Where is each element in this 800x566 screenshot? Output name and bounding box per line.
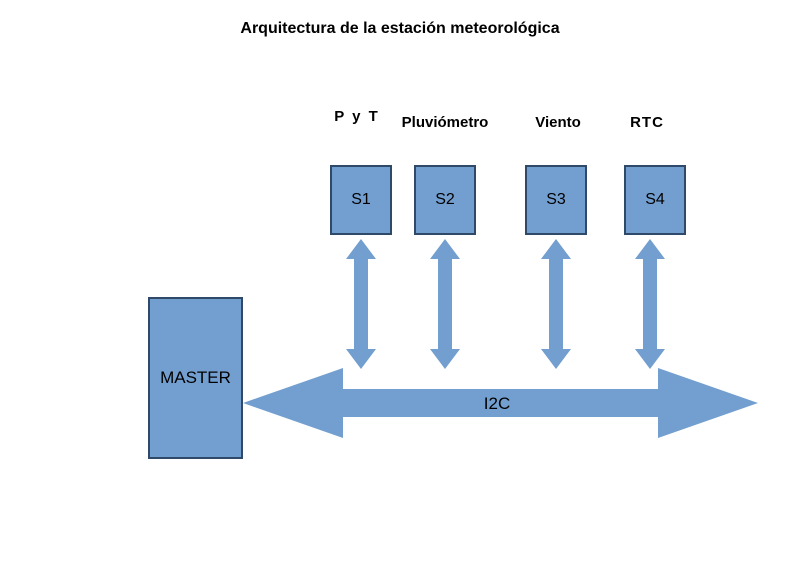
- sensor-arrow-s3: [541, 239, 571, 369]
- sensor-box-s3: S3: [525, 165, 587, 235]
- master-box: MASTER: [148, 297, 243, 459]
- sensor-label-viento: Viento: [535, 114, 581, 131]
- sensor-arrow-s2: [430, 239, 460, 369]
- diagram-title: Arquitectura de la estación meteorológic…: [240, 20, 560, 37]
- i2c-bus-arrow: [243, 368, 758, 438]
- sensor-label-pluviometro: Pluviómetro: [401, 114, 489, 131]
- sensor-label-pyt: P y T: [334, 108, 380, 125]
- i2c-bus-label: I2C: [483, 394, 511, 413]
- sensor-label-rtc: RTC: [630, 114, 664, 131]
- sensor-arrow-s1: [346, 239, 376, 369]
- sensor-box-s2: S2: [414, 165, 476, 235]
- sensor-arrow-s4: [635, 239, 665, 369]
- sensor-box-s1: S1: [330, 165, 392, 235]
- sensor-box-s4: S4: [624, 165, 686, 235]
